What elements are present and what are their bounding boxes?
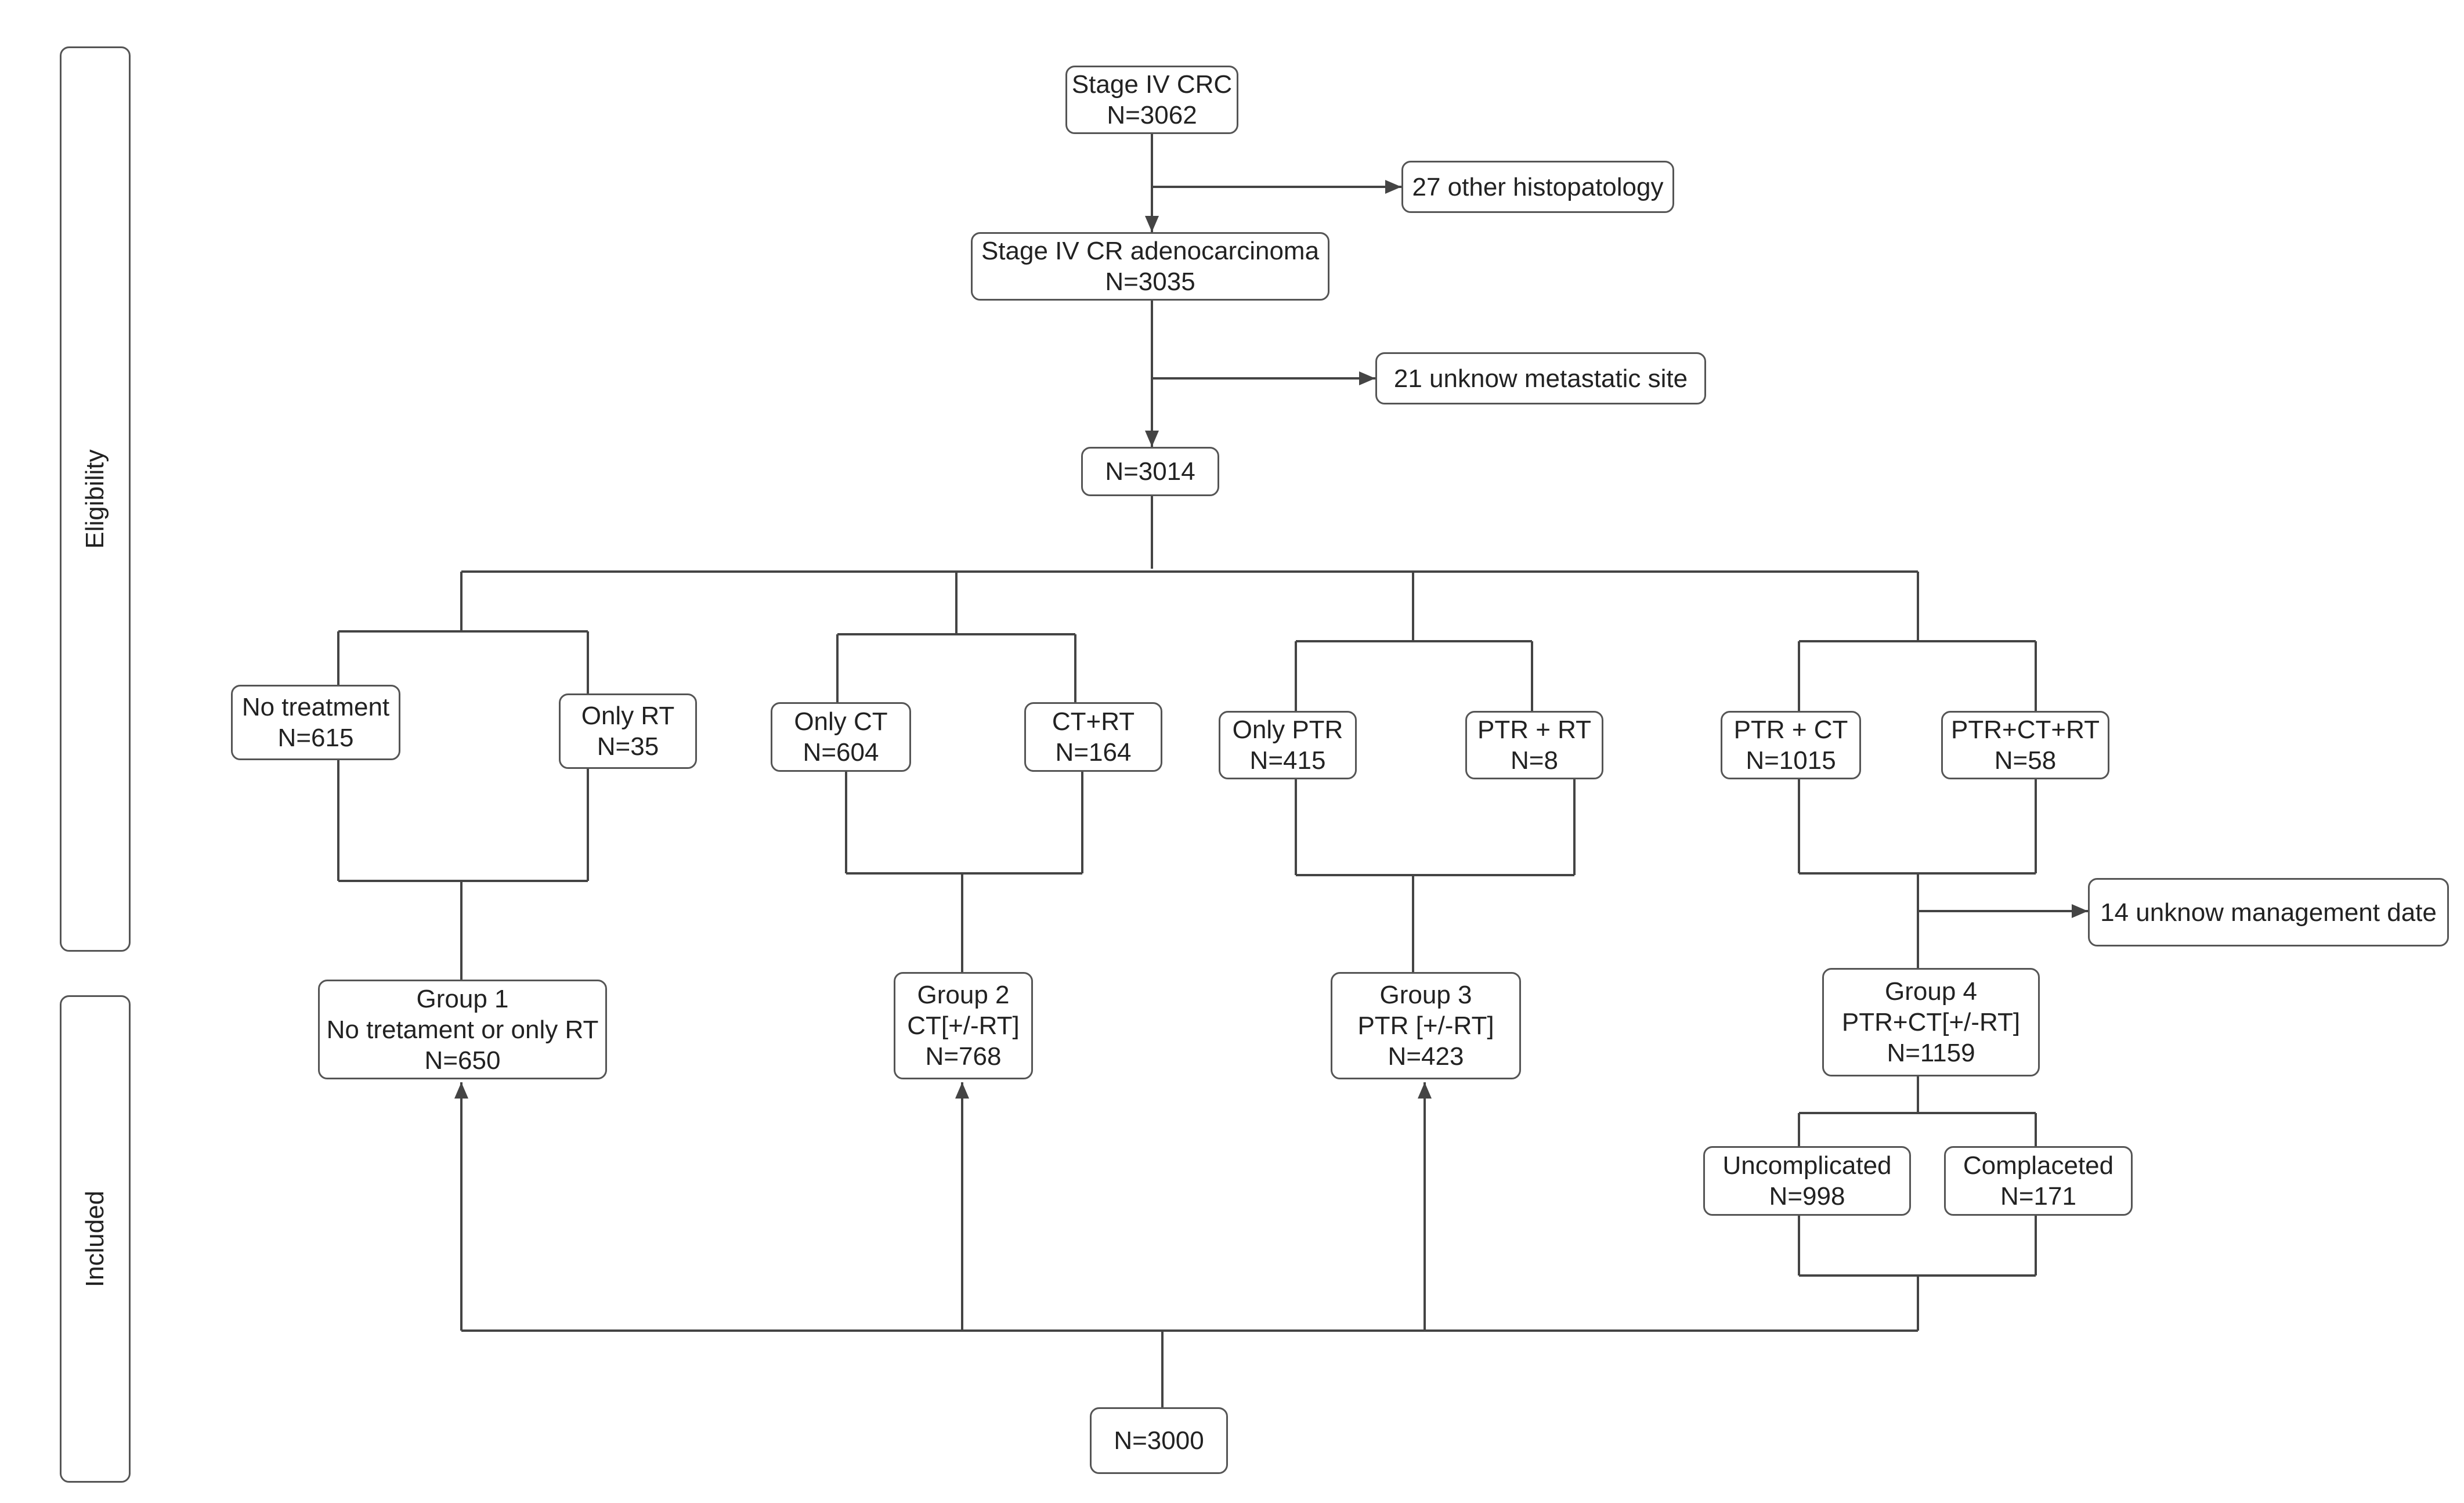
box-title: PTR+CT+RT: [1951, 716, 2100, 744]
adenocarcinoma-box: Stage IV CR adenocarcinoma N=3035: [971, 232, 1329, 301]
ptr-ct-rt-box: PTR+CT+RT N=58: [1941, 711, 2109, 779]
box-title: Complaceted: [1963, 1151, 2114, 1180]
box-count: N=3035: [1105, 268, 1195, 296]
group-2-box: Group 2 CT[+/-RT] N=768: [894, 972, 1033, 1079]
only-rt-box: Only RT N=35: [559, 693, 697, 769]
box-title: Only PTR: [1232, 716, 1343, 744]
box-count: N=615: [277, 724, 354, 752]
box-count: N=1015: [1746, 746, 1836, 775]
box-title: Stage IV CR adenocarcinoma: [981, 237, 1320, 265]
box-count: N=3062: [1107, 101, 1197, 129]
uncomplicated-box: Uncomplicated N=998: [1703, 1146, 1911, 1216]
box-count: N=415: [1249, 746, 1326, 775]
box-title: CT+RT: [1052, 707, 1135, 736]
no-treatment-box: No treatment N=615: [231, 685, 400, 760]
group-title: Group 2: [917, 981, 1010, 1009]
box-title: Stage IV CRC: [1071, 70, 1233, 99]
box-title: 27 other histopatology: [1412, 172, 1664, 201]
only-ct-box: Only CT N=604: [771, 702, 911, 772]
box-count: N=3014: [1105, 457, 1195, 486]
group-3-box: Group 3 PTR [+/-RT] N=423: [1331, 972, 1521, 1079]
group-count: N=768: [925, 1042, 1002, 1071]
group-description: CT[+/-RT]: [907, 1011, 1020, 1040]
group-title: Group 3: [1379, 981, 1472, 1009]
box-title: No treatment: [241, 693, 390, 721]
box-count: N=998: [1769, 1182, 1845, 1211]
included-panel: [60, 995, 131, 1483]
box-count: N=604: [803, 738, 879, 767]
group-description: PTR+CT[+/-RT]: [1841, 1008, 2021, 1036]
excluded-histopathology-box: 27 other histopatology: [1401, 161, 1674, 213]
box-title: Only RT: [581, 702, 675, 730]
complicated-box: Complaceted N=171: [1944, 1146, 2133, 1216]
group-description: PTR [+/-RT]: [1357, 1011, 1494, 1040]
ptr-ct-box: PTR + CT N=1015: [1721, 711, 1861, 779]
box-title: Only CT: [794, 707, 888, 736]
excluded-metastatic-site-box: 21 unknow metastatic site: [1375, 352, 1706, 404]
eligibility-panel: [60, 46, 131, 952]
group-description: No tretament or only RT: [326, 1015, 599, 1044]
stage-iv-crc-box: Stage IV CRC N=3062: [1065, 66, 1238, 134]
eligible-count-box: N=3014: [1081, 447, 1219, 496]
included-label: Included: [81, 1190, 109, 1288]
eligibility-label: Eligibility: [81, 449, 109, 549]
box-title: PTR + CT: [1733, 716, 1848, 744]
only-ptr-box: Only PTR N=415: [1219, 711, 1357, 779]
group-title: Group 1: [416, 984, 509, 1013]
box-title: 14 unknow management date: [2100, 898, 2437, 927]
box-count: N=171: [2000, 1182, 2076, 1211]
ptr-rt-box: PTR + RT N=8: [1465, 711, 1603, 779]
box-count: N=8: [1511, 746, 1558, 775]
box-count: N=58: [1994, 746, 2057, 775]
group-1-box: Group 1 No tretament or only RT N=650: [318, 980, 607, 1079]
box-title: PTR + RT: [1477, 716, 1591, 744]
group-title: Group 4: [1885, 977, 1977, 1006]
group-count: N=423: [1388, 1042, 1464, 1071]
box-title: 21 unknow metastatic site: [1393, 364, 1688, 393]
total-included-box: N=3000: [1090, 1407, 1228, 1474]
excluded-management-date-box: 14 unknow management date: [2088, 878, 2449, 946]
group-4-box: Group 4 PTR+CT[+/-RT] N=1159: [1822, 968, 2040, 1076]
box-title: Uncomplicated: [1722, 1151, 1892, 1180]
group-count: N=1159: [1887, 1039, 1975, 1067]
box-count: N=3000: [1114, 1426, 1204, 1455]
box-count: N=164: [1055, 738, 1132, 767]
group-count: N=650: [424, 1046, 501, 1075]
box-count: N=35: [597, 732, 659, 761]
ct-rt-box: CT+RT N=164: [1024, 702, 1162, 772]
